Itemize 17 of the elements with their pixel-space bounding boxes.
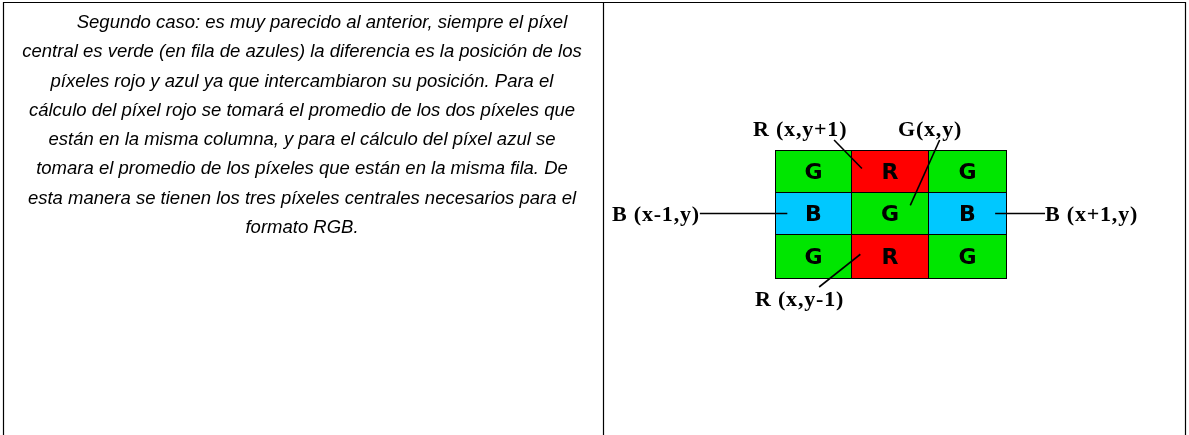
pixel-label: G(x,y) [898, 117, 963, 140]
pixel-cell: G [928, 150, 1007, 193]
pixel-cell: R [851, 234, 929, 279]
pixel-label: R (x,y+1) [753, 117, 848, 140]
pixel-cell: G [775, 234, 852, 279]
pixel-cell: B [928, 192, 1007, 235]
pixel-cell: G [775, 150, 852, 193]
pixel-label: B (x-1,y) [612, 202, 700, 225]
leader-line [699, 212, 789, 215]
pixel-cell: B [775, 192, 852, 235]
pixel-cell: G [928, 234, 1007, 279]
paragraph: Segundo caso: es muy parecido al anterior, siempre el píxel central es verde (en fila de azules) la diferencia es la posición de los píxeles rojo y azul ya que intercambiaron su posición. Para el cálculo del píxel rojo se tomará el promedio de los dos píxeles que están en la misma columna, y para el cálculo del píxel azul se tomara el promedio de los píxeles que están en la misma fila. De esta manera se tienen los tres píxeles centrales necesarios para el formato RGB. [22, 10, 582, 240]
pixel-cell: G [851, 192, 929, 235]
leader-line [994, 212, 1046, 215]
pixel-label: R (x,y-1) [755, 287, 845, 310]
pixel-cell: R [851, 150, 929, 193]
pixel-label: B (x+1,y) [1045, 202, 1139, 225]
